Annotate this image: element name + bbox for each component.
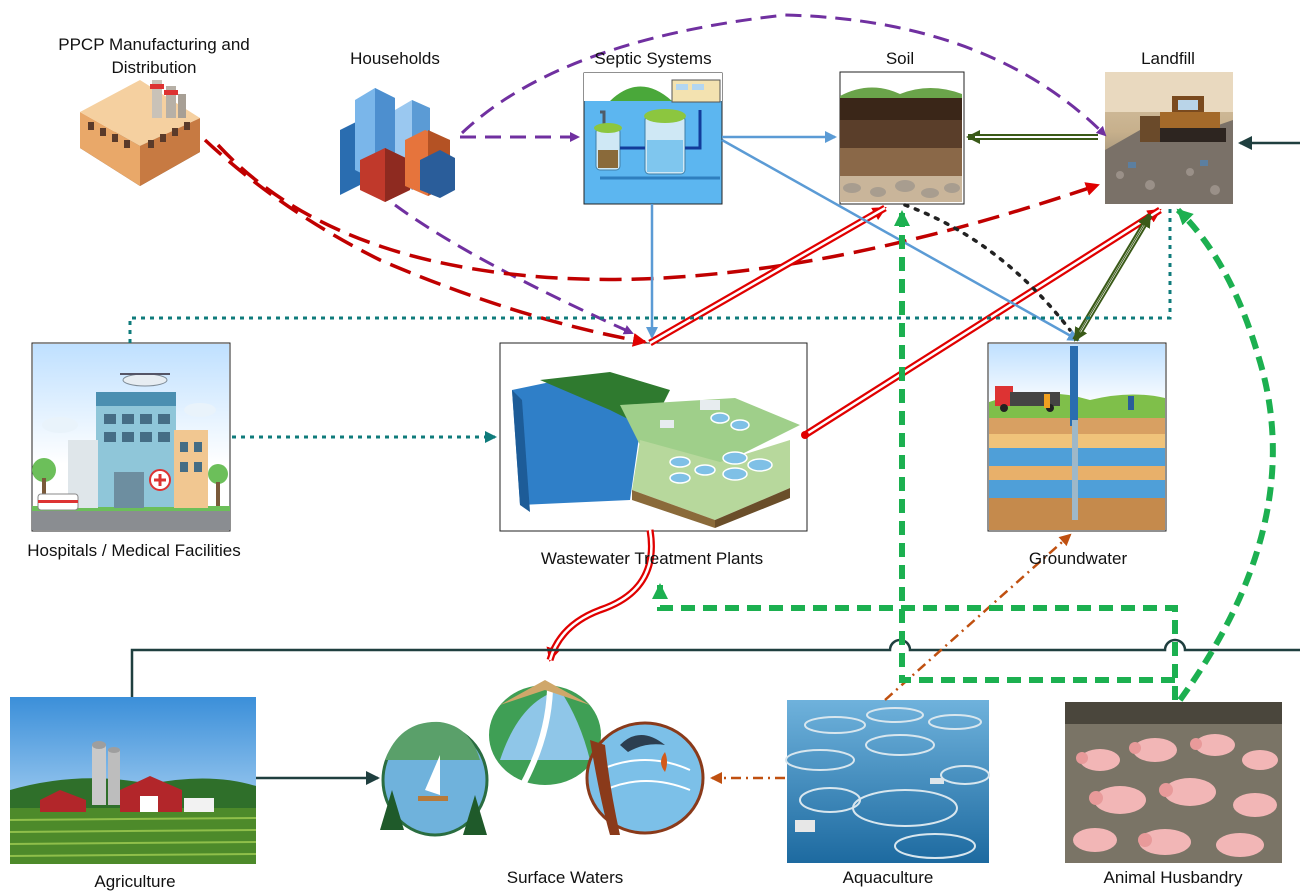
well-drilling-icon (987, 342, 1167, 532)
ppcp-label: PPCP Manufacturing and Distribution (58, 35, 250, 77)
ppcp-to-wwtp-arrow (203, 138, 647, 347)
hospital-to-landfill-line (128, 208, 1172, 343)
septic-label: Septic Systems (594, 49, 712, 68)
households-label: Households (350, 49, 440, 68)
red-double-arrows (546, 204, 1162, 662)
septic-tank-icon (583, 72, 723, 205)
city-buildings-icon (340, 88, 455, 202)
households-to-wwtp-arrow (394, 203, 634, 335)
wwtp-label: Wastewater Treatment Plants (540, 549, 764, 568)
agriculture-line (130, 638, 1300, 697)
animal-to-landfill-arrow (1175, 207, 1276, 702)
treatment-plant-icon (499, 342, 808, 532)
landfill-label: Landfill (1141, 49, 1195, 68)
agriculture-label: Agriculture (94, 872, 176, 891)
aquaculture-to-groundwater-arrow (884, 533, 1072, 701)
dark-solid-arrows (130, 136, 1300, 785)
animal-to-soil-arrow (894, 210, 1175, 683)
soil-label: Soil (885, 49, 915, 68)
pigs-icon (1065, 702, 1282, 863)
teal-dotted-arrows (128, 208, 1172, 443)
barn-icon (9, 697, 257, 864)
water-bodies-icon (380, 680, 705, 837)
brown-dashdot-arrows (710, 533, 1072, 784)
red-dashed-arrows (203, 138, 1100, 347)
animal-to-wwtp-arrow (652, 583, 1178, 700)
soil-layers-icon (839, 71, 965, 205)
fish-pen-icon (785, 700, 990, 863)
hospital-icon (31, 342, 231, 532)
green-dashed-arrows (652, 207, 1276, 702)
bulldozer-icon (1105, 72, 1233, 204)
purple-dashed-arrows (394, 13, 1107, 335)
hospitals-label: Hospitals / Medical Facilities (27, 541, 241, 560)
septic-landfill-arc-arrow (460, 13, 1107, 137)
surface-label: Surface Waters (506, 868, 624, 887)
aquaculture-label: Aquaculture (842, 868, 934, 887)
factory-icon (80, 80, 200, 186)
groundwater-label: Groundwater (1028, 549, 1128, 568)
animal-label: Animal Husbandry (1103, 868, 1243, 887)
ppcp-to-landfill-arrow (216, 143, 1100, 282)
soil-to-groundwater-dotted-arrow (903, 203, 1072, 332)
